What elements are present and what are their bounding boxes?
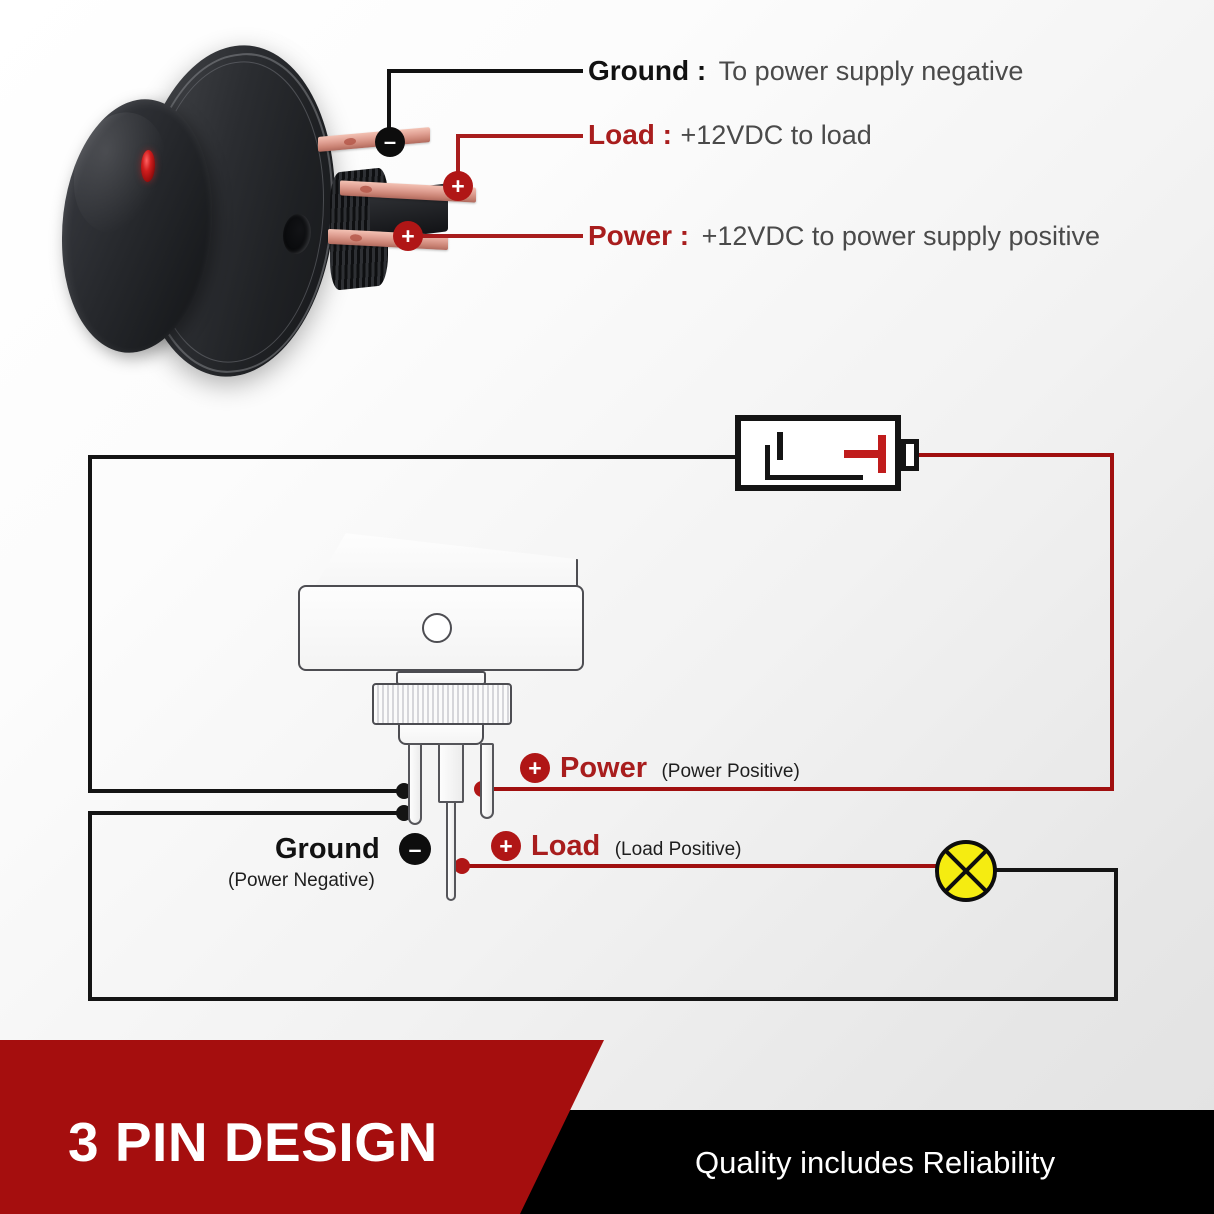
node-load-pin xyxy=(454,858,470,874)
battery-symbol xyxy=(735,415,919,495)
wire-negative-top-horizontal xyxy=(88,455,740,459)
line-art-pin-center-extension xyxy=(446,801,456,901)
line-art-lower-neck xyxy=(398,723,484,745)
wire-positive-power-horizontal xyxy=(482,787,1114,791)
load-leader-horizontal xyxy=(456,134,583,138)
wire-load-horizontal xyxy=(462,864,938,868)
wire-negative-left-vertical xyxy=(88,455,92,792)
line-art-rocker xyxy=(313,533,578,589)
callout-load: Load : +12VDC to load xyxy=(588,119,872,151)
lamp-symbol xyxy=(935,840,997,902)
wire-positive-battery-horizontal xyxy=(919,453,1114,457)
line-art-pin-left xyxy=(408,743,422,825)
diagram-ground-title: Ground xyxy=(275,833,380,865)
load-badge-plus: + xyxy=(443,171,473,201)
diagram-load-title: Load xyxy=(531,830,601,862)
line-art-pin-right xyxy=(480,743,494,819)
callout-power-value: +12VDC to power supply positive xyxy=(701,221,1101,251)
diagram-power-badge: + xyxy=(520,753,550,783)
battery-minus-bar xyxy=(777,432,783,460)
callout-power-key: Power : xyxy=(588,220,690,251)
callout-ground-key: Ground : xyxy=(588,55,707,86)
wire-ground-bottom-horizontal xyxy=(88,997,1118,1001)
switch-line-art xyxy=(290,515,610,925)
wire-ground-horizontal xyxy=(88,811,406,815)
callout-load-key: Load : xyxy=(588,119,672,150)
callout-ground: Ground : To power supply negative xyxy=(588,55,1023,87)
callout-load-value: +12VDC to load xyxy=(680,120,872,150)
wire-lamp-right-horizontal xyxy=(995,868,1118,872)
diagram-power-title: Power xyxy=(560,752,648,784)
banner-tagline: Quality includes Reliability xyxy=(695,1145,1056,1180)
line-art-pin-center xyxy=(438,743,464,803)
product-photo xyxy=(40,18,476,398)
line-art-indicator-hole xyxy=(422,613,452,643)
banner-red-shape xyxy=(0,1040,604,1214)
battery-minus-leader-v xyxy=(765,445,770,479)
wire-negative-pin-horizontal xyxy=(88,789,406,793)
ground-leader-horizontal xyxy=(387,69,583,73)
diagram-ground-label: Ground xyxy=(275,833,380,866)
ground-leader-vertical xyxy=(387,72,391,134)
power-leader-horizontal xyxy=(418,234,583,238)
diagram-load-badge: + xyxy=(491,831,521,861)
load-leader-vertical xyxy=(456,137,460,187)
wire-ground-left-vertical xyxy=(88,811,92,1001)
wire-lamp-return-vertical xyxy=(1114,868,1118,1001)
diagram-power-label: Power (Power Positive) xyxy=(560,752,800,785)
bottom-banner xyxy=(0,1040,1214,1214)
callout-power: Power : +12VDC to power supply positive xyxy=(588,220,1100,252)
callout-ground-value: To power supply negative xyxy=(718,56,1024,86)
battery-plus-horizontal xyxy=(844,450,882,458)
power-badge-plus: + xyxy=(393,221,423,251)
line-art-body xyxy=(298,585,584,671)
diagram-load-sub: (Load Positive) xyxy=(614,839,742,860)
battery-terminal-nub xyxy=(901,439,919,471)
line-art-knurled-ring xyxy=(372,683,512,725)
ground-badge-minus: – xyxy=(375,127,405,157)
diagram-power-sub: (Power Positive) xyxy=(661,761,800,782)
diagram-load-label: Load (Load Positive) xyxy=(531,830,741,863)
diagram-ground-sublabel: (Power Negative) xyxy=(228,870,375,892)
diagram-ground-sub: (Power Negative) xyxy=(228,870,375,891)
terminal-ground xyxy=(318,127,430,152)
banner-title: 3 PIN DESIGN xyxy=(68,1111,438,1173)
battery-minus-leader-h xyxy=(765,475,863,480)
wire-positive-right-vertical xyxy=(1110,453,1114,791)
battery-plus-vertical xyxy=(878,435,886,473)
diagram-ground-badge: – xyxy=(399,833,431,865)
